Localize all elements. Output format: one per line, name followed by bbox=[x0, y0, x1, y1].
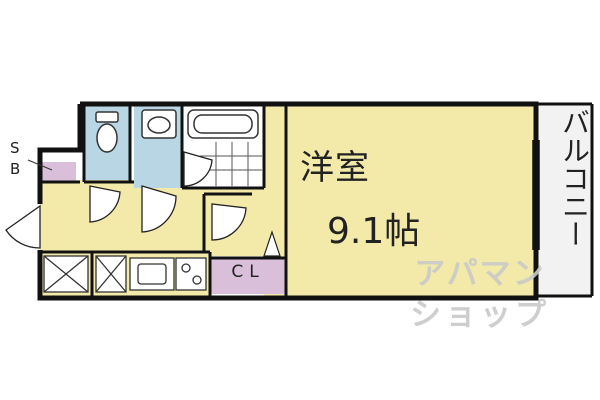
closet-label: CL bbox=[231, 262, 265, 282]
storage-sb bbox=[42, 162, 76, 182]
entrance-hall bbox=[40, 180, 212, 252]
bathtub-icon bbox=[187, 109, 259, 139]
washbasin-icon bbox=[141, 109, 177, 139]
balcony-label: バルコニー bbox=[558, 108, 591, 248]
kitchen-sink-icon bbox=[129, 257, 175, 291]
walls bbox=[37, 101, 539, 301]
storage-label-line2: B bbox=[10, 160, 21, 178]
bath-floor-tiles bbox=[200, 142, 262, 186]
balcony-window bbox=[532, 140, 540, 250]
balcony bbox=[536, 104, 592, 296]
room-name-label: 洋室 bbox=[300, 148, 370, 188]
toilet-icon bbox=[95, 111, 119, 153]
watermark-logo: アパマン ショップ bbox=[400, 254, 560, 336]
watermark-line1: アパマン bbox=[414, 256, 546, 292]
door-swing-icon bbox=[5, 151, 247, 249]
watermark-line2: ショップ bbox=[410, 297, 550, 333]
storage-leader-line bbox=[27, 159, 53, 171]
cabinet-icon bbox=[43, 255, 127, 293]
storage-label-line1: S bbox=[10, 139, 20, 157]
stove-icon bbox=[175, 257, 207, 291]
storage-label: S B bbox=[10, 138, 32, 180]
interior-walls bbox=[40, 102, 594, 298]
closet-cl bbox=[210, 258, 286, 294]
western-room bbox=[264, 104, 536, 296]
closet-arrow-icon bbox=[263, 230, 281, 257]
room-size-label: 9.1帖 bbox=[327, 211, 421, 252]
